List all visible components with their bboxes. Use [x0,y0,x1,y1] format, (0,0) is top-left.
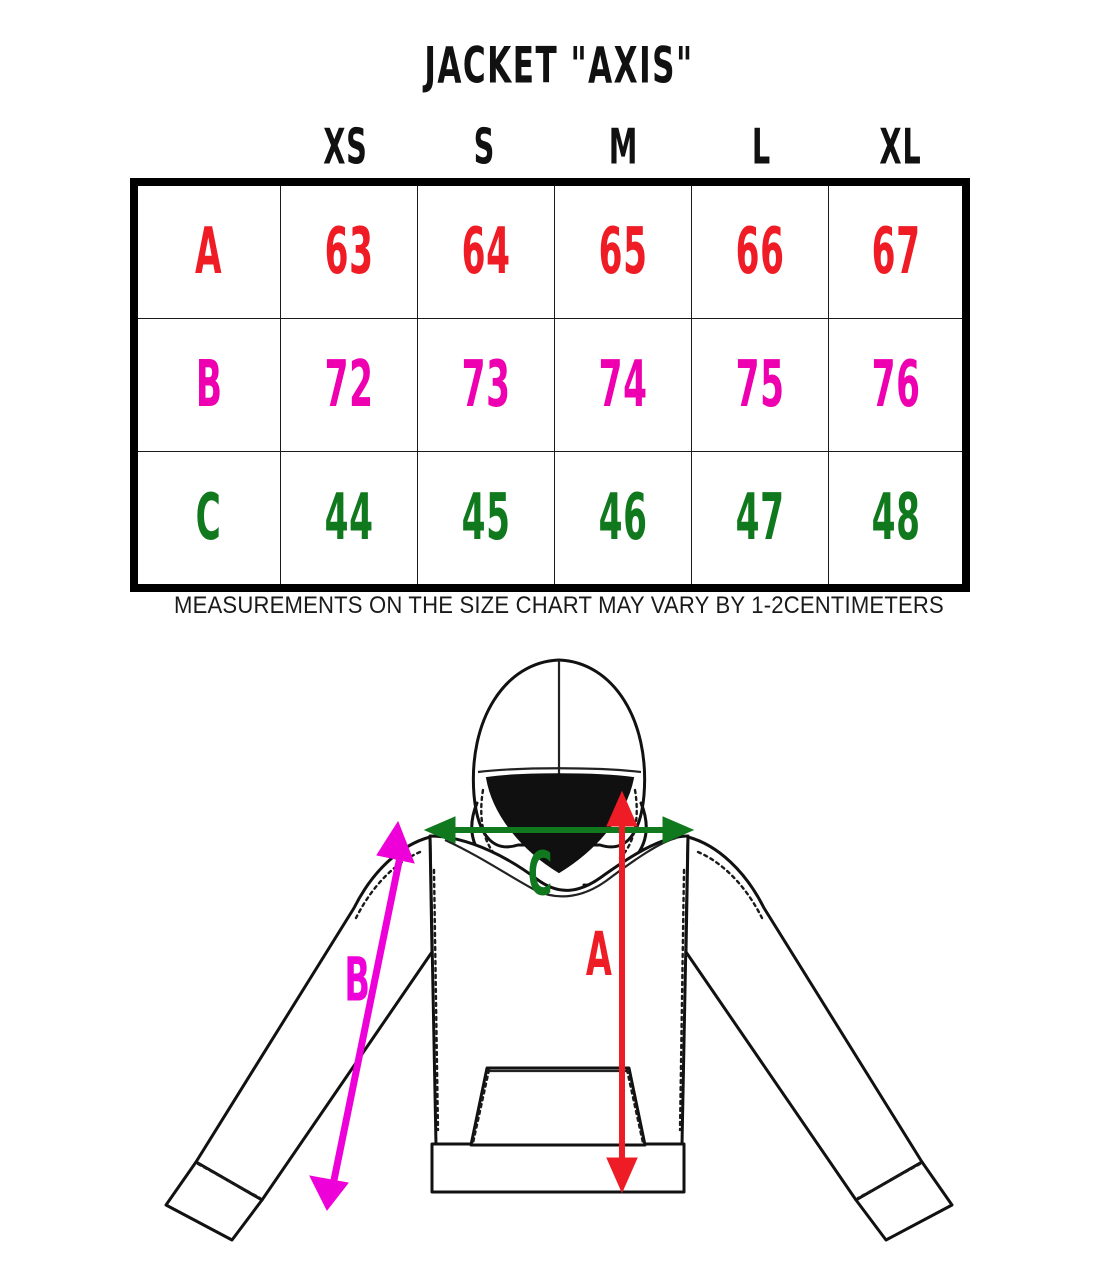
cell-a-s: 64 [417,181,556,319]
measure-a-arrowhead-top [606,790,638,827]
cell-c-l: 47 [691,451,830,589]
row-label-c: C [133,451,281,589]
right-sleeve-group [684,835,954,1242]
cell-b-xs: 72 [279,318,419,452]
pocket-left-stitch [471,1068,491,1145]
cell-c-m: 46 [554,451,693,589]
measure-c-arrowhead-left [423,816,456,844]
measure-a-arrow: A [586,790,638,1194]
measure-c-label: C [528,839,553,909]
right-sleeve-outline [684,835,924,1202]
size-chart-table: A 63 64 65 66 67 B 72 73 74 75 76 C 44 4… [130,178,970,592]
row-label-a: A [133,181,281,319]
measure-b-arrowhead-bottom [309,1175,349,1211]
size-header-xl: XL [879,119,922,176]
left-sleeve-outline [194,835,434,1202]
cell-b-m: 74 [554,318,693,452]
cell-b-s: 73 [417,318,556,452]
cell-c-xs: 44 [279,451,419,589]
hood-band-line [477,767,642,774]
size-header-row: XS S M L XL [136,118,970,178]
left-cuff-stitch [196,1162,262,1200]
cell-c-s: 45 [417,451,556,589]
hood-group [470,658,648,887]
row-label-b: B [133,318,281,452]
left-sleeve-group [164,835,434,1242]
cell-a-xs: 63 [279,181,419,319]
hoodie-illustration-svg: C A B [164,658,954,1242]
size-header-l: L [752,119,772,176]
pocket-right-stitch [625,1068,645,1145]
right-cuff-stitch [856,1162,922,1200]
measure-b-arrowhead-top [376,820,415,864]
cell-a-xl: 67 [828,181,967,319]
size-header-m: M [608,119,638,176]
measurement-disclaimer: MEASUREMENTS ON THE SIZE CHART MAY VARY … [174,592,944,619]
size-chart-table-wrapper: A 63 64 65 66 67 B 72 73 74 75 76 C 44 4… [130,178,970,592]
table-row: C 44 45 46 47 48 [133,451,967,589]
measure-c-arrowhead-right [662,816,695,844]
size-header-s: S [473,119,495,176]
page-title: JACKET "AXIS" [424,36,694,95]
torso-texture-right [678,868,686,1132]
measure-a-arrowhead-bottom [606,1157,638,1194]
garment-diagram: C A B [0,640,1118,1260]
cell-a-l: 66 [691,181,830,319]
cell-c-xl: 48 [828,451,967,589]
measure-a-label: A [586,920,612,990]
neck-seam [444,836,677,898]
cell-b-l: 75 [691,318,830,452]
measure-c-arrow: C [423,816,695,909]
size-header-corner [156,105,257,178]
hem-band [430,1142,686,1194]
body-group [428,834,690,1194]
measure-b-label: B [344,945,370,1015]
torso-texture-left [432,868,440,1132]
measure-b-arrow: B [309,820,415,1211]
right-sleeve-seam [696,850,764,920]
table-row: A 63 64 65 66 67 [133,181,967,319]
cell-a-m: 65 [554,181,693,319]
size-header-xs: XS [323,119,368,176]
cell-b-xl: 76 [828,318,967,452]
table-row: B 72 73 74 75 76 [133,318,967,452]
kangaroo-pocket [469,1066,647,1147]
measure-b-line [329,841,407,1186]
